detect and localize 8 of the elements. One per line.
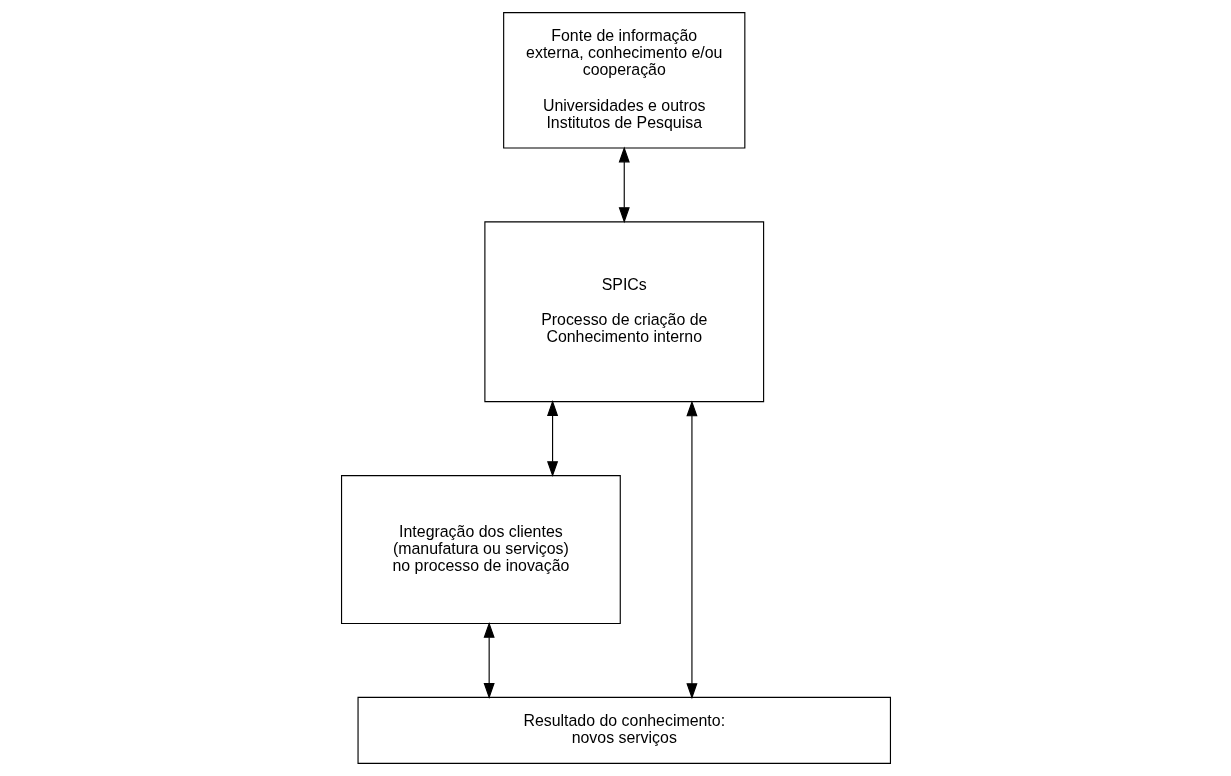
arrow — [685, 400, 697, 700]
node-box: Fonte de informação externa, conhecimento e/ou cooperação Universidades e outros Institutos de Pesquisa — [502, 12, 745, 149]
arrow — [483, 621, 495, 699]
arrow — [618, 146, 630, 224]
node-box: Resultado do conhecimento: novos serviços — [357, 696, 891, 764]
node-box: Integração dos clientes (manufatura ou serviços) no processo de inovação — [340, 475, 621, 625]
arrow — [546, 399, 558, 478]
node-box: SPICs Processo de criação de Conhecimento interno — [483, 221, 764, 403]
